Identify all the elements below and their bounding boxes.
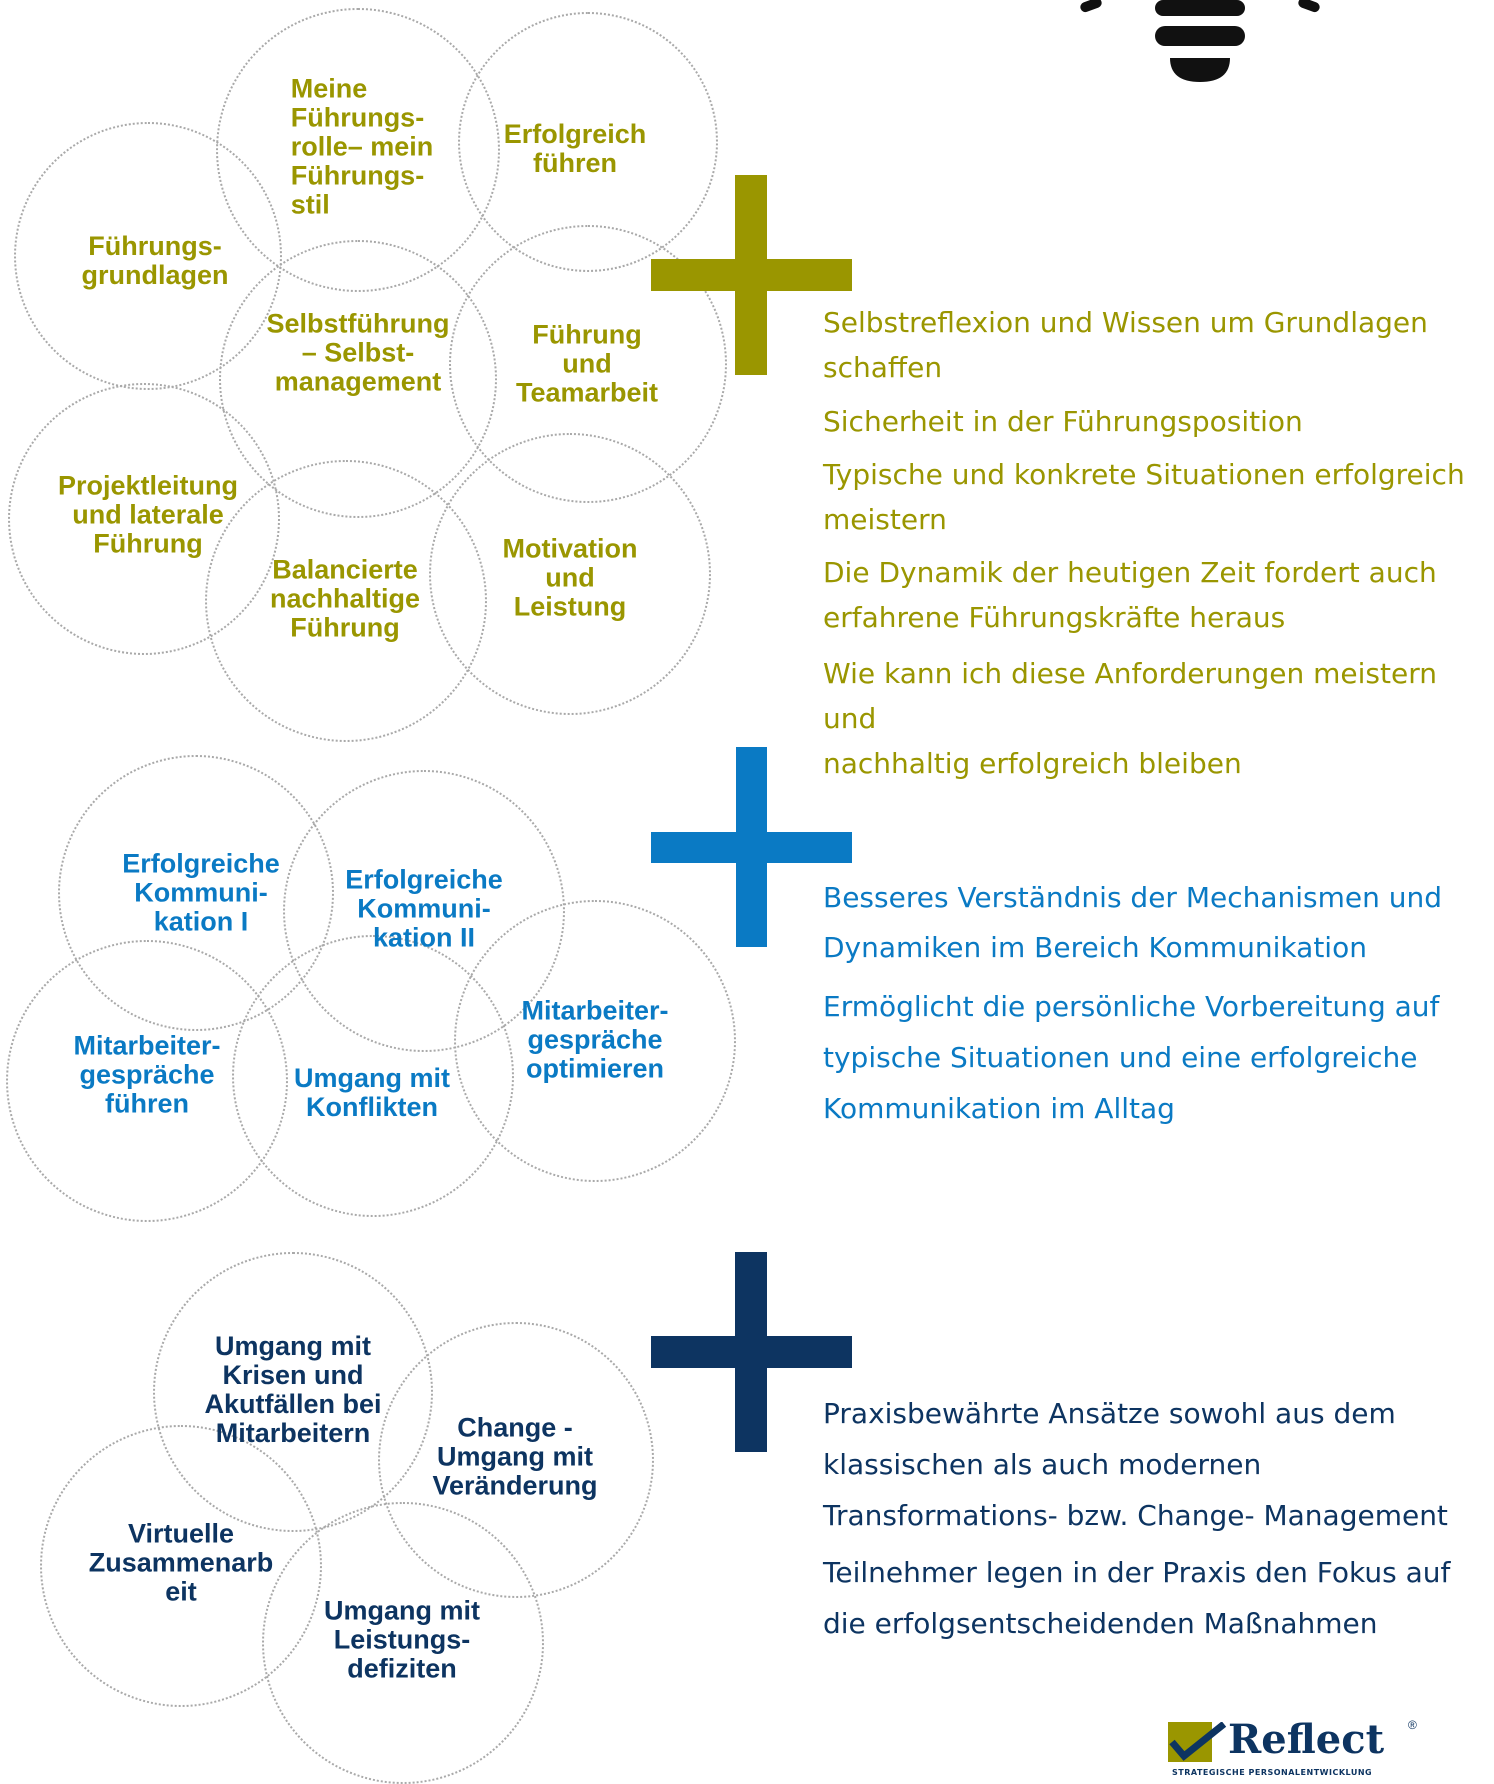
lightbulb-icon — [1080, 0, 1320, 82]
topic-projektleitung: Projektleitung und laterale Führung — [57, 470, 239, 559]
topic-circle — [153, 1252, 433, 1532]
topic-fuehrungsgrundlagen: Führungs- grundlagen — [81, 231, 229, 290]
topic-circle — [232, 935, 514, 1217]
benefit-text: Wie kann ich diese Anforderungen meister… — [823, 657, 1437, 780]
logo-tagline: STRATEGISCHE PERSONALENTWICKLUNG — [1172, 1768, 1373, 1777]
benefit-text: Praxisbewährte Ansätze sowohl aus dem kl… — [823, 1397, 1448, 1532]
plus-icon-bar — [651, 1336, 852, 1368]
benefit-text: Selbstreflexion und Wissen um Grundlagen… — [823, 306, 1428, 384]
benefit-text: Typische und konkrete Situationen erfolg… — [823, 458, 1465, 536]
topic-mitarbeitergespraeche-optimieren: Mitarbeiter- gespräche optimieren — [521, 995, 669, 1084]
plus-icon-bar — [651, 259, 852, 291]
topic-selbstfuehrung: Selbstführung – Selbst- management — [266, 308, 450, 397]
topic-motivation-leistung: Motivation und Leistung — [502, 533, 638, 622]
benefit-text: Die Dynamik der heutigen Zeit fordert au… — [823, 556, 1437, 634]
topic-kommunikation-2: Erfolgreiche Kommuni- kation II — [345, 864, 503, 953]
logo-registered: ® — [1408, 1718, 1417, 1732]
topic-umgang-krisen: Umgang mit Krisen und Akutfällen bei Mit… — [204, 1331, 382, 1448]
topic-fuehrung-teamarbeit: Führung und Teamarbeit — [515, 319, 659, 408]
benefit-text: Ermöglicht die persönliche Vorbereitung … — [823, 990, 1440, 1125]
logo-brand: Reflect — [1228, 1716, 1385, 1763]
topic-erfolgreich-fuehren: Erfolgreich führen — [503, 119, 647, 178]
topic-umgang-leistungsdefiziten: Umgang mit Leistungs- defiziten — [323, 1595, 481, 1684]
reflect-logo: Reflect ® STRATEGISCHE PERSONALENTWICKLU… — [1168, 1716, 1428, 1777]
topic-meine-fuehrungsrolle: Meine Führungs- rolle– mein Führungs- st… — [290, 73, 434, 220]
checkmark-logo-icon — [1168, 1722, 1227, 1762]
topic-balancierte-fuehrung: Balancierte nachhaltige Führung — [269, 554, 421, 643]
benefit-text: Besseres Verständnis der Mechanismen und… — [823, 881, 1443, 964]
topic-umgang-konflikten: Umgang mit Konflikten — [293, 1063, 451, 1122]
topic-virtuelle-zusammenarbeit: Virtuelle Zusammenarb eit — [88, 1518, 274, 1607]
benefit-text: Teilnehmer legen in der Praxis den Fokus… — [823, 1556, 1451, 1640]
topic-kommunikation-1: Erfolgreiche Kommuni- kation I — [122, 848, 280, 937]
benefit-text: Sicherheit in der Führungsposition — [823, 405, 1303, 438]
topic-mitarbeitergespraeche-fuehren: Mitarbeiter- gespräche führen — [73, 1030, 221, 1119]
topic-circle — [429, 433, 711, 715]
topic-change-veraenderung: Change - Umgang mit Veränderung — [432, 1412, 598, 1501]
plus-icon-bar — [651, 832, 852, 863]
